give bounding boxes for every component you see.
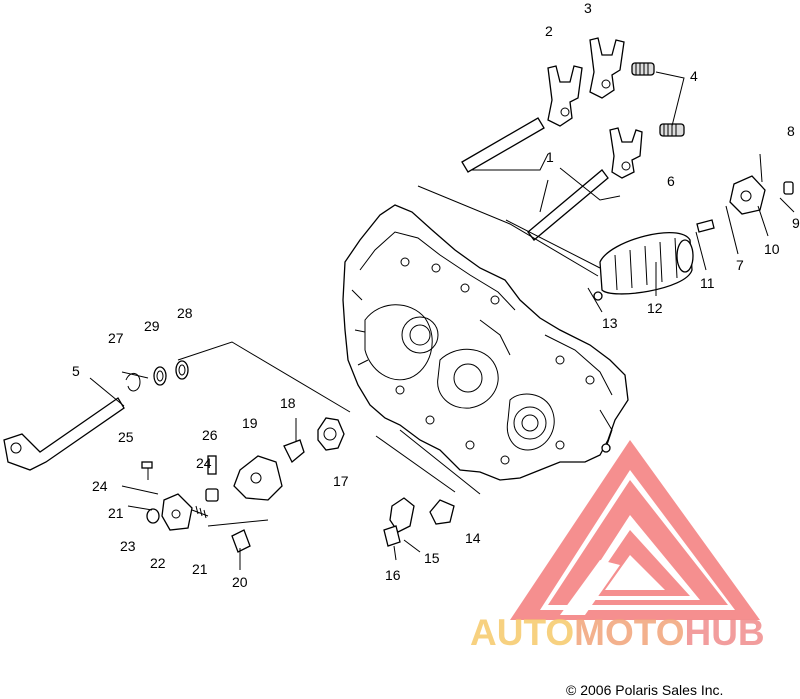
- callout-17: 17: [333, 473, 349, 489]
- collar-14: [429, 499, 455, 525]
- callout-26: 26: [202, 427, 218, 443]
- shift-fork-3: [589, 37, 625, 99]
- callout-15: 15: [424, 550, 440, 566]
- pin-25: [141, 461, 153, 469]
- crankcase: [342, 204, 629, 481]
- bolt-20: [231, 529, 251, 553]
- callout-29: 29: [144, 318, 160, 334]
- shift-shaft-5: [3, 397, 125, 471]
- callout-25: 25: [118, 429, 134, 445]
- callout-24-right: 24: [196, 455, 212, 471]
- washer-23: [146, 508, 160, 524]
- callout-3: 3: [584, 0, 592, 16]
- callout-12: 12: [647, 300, 663, 316]
- callout-20: 20: [232, 574, 248, 590]
- callout-18: 18: [280, 395, 296, 411]
- circlip-28: [175, 360, 189, 380]
- wordmark-hub: HUB: [684, 612, 764, 653]
- callout-21-upper: 21: [108, 505, 124, 521]
- pin-13: [593, 291, 603, 301]
- callout-7: 7: [736, 257, 744, 273]
- callout-1: 1: [546, 149, 554, 165]
- assembly-lines: [89, 71, 795, 570]
- shift-fork-2: [547, 65, 583, 127]
- fork-shaft-1-upper: [461, 117, 545, 173]
- copyright-notice: © 2006 Polaris Sales Inc.: [566, 682, 723, 698]
- callout-27: 27: [108, 330, 124, 346]
- callout-6: 6: [667, 173, 675, 189]
- spring-26: [207, 455, 217, 475]
- callout-8: 8: [787, 123, 795, 139]
- automotohub-logo-mark: [510, 440, 760, 620]
- svg-text:AUTOMOTOHUB: AUTOMOTOHUB: [470, 612, 765, 653]
- spring-27: [121, 371, 149, 392]
- automotohub-wordmark: AUTOMOTOHUB: [470, 612, 765, 653]
- callout-9: 9: [792, 215, 800, 231]
- callout-23: 23: [120, 538, 136, 554]
- callout-16: 16: [385, 567, 401, 583]
- arm-15: [389, 497, 415, 533]
- callout-2: 2: [545, 23, 553, 39]
- callout-13: 13: [602, 315, 618, 331]
- bolt-18: [283, 439, 305, 464]
- callout-4: 4: [690, 68, 698, 84]
- callout-21-lower: 21: [192, 561, 208, 577]
- fork-shaft-1-lower: [527, 169, 609, 241]
- callout-24-left: 24: [92, 478, 108, 494]
- wordmark-auto: AUTO: [470, 612, 574, 653]
- callout-5: 5: [72, 363, 80, 379]
- washer-29: [153, 366, 167, 386]
- gear-17: [317, 417, 345, 451]
- stopper-plate-19: [233, 455, 283, 501]
- callout-11: 11: [700, 275, 715, 291]
- callout-10: 10: [764, 241, 780, 257]
- spring-4-upper: [631, 62, 655, 76]
- wordmark-moto: MOTO: [574, 612, 684, 653]
- callout-22: 22: [150, 555, 166, 571]
- spring-21: [191, 505, 209, 519]
- callout-14: 14: [465, 530, 481, 546]
- bolt-16: [383, 525, 401, 547]
- stopper-arm-22: [161, 493, 193, 531]
- callout-28: 28: [177, 305, 193, 321]
- callout-19: 19: [242, 415, 258, 431]
- bolt-8: [783, 181, 794, 195]
- shift-drum-12: [599, 232, 694, 295]
- shift-fork-6: [609, 127, 643, 179]
- callout-labels: 1 2 3 4 5 6 7 8 9 10 11 12 13 14 15 16 1…: [72, 0, 800, 590]
- collar-24: [205, 488, 219, 502]
- shift-cam-10: [729, 175, 766, 215]
- pin-11: [696, 219, 715, 233]
